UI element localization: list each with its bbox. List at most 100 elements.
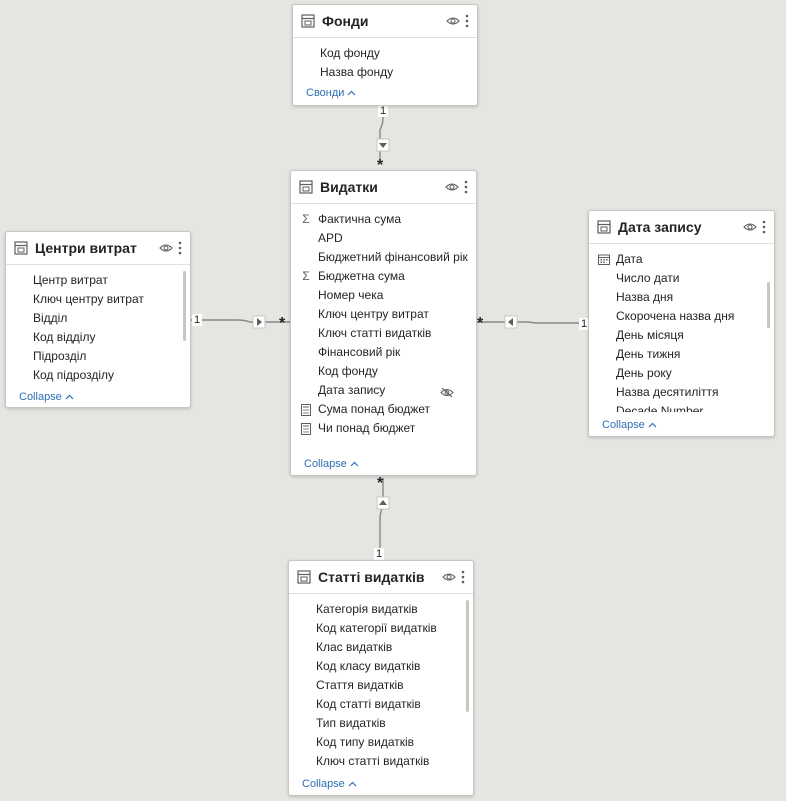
field-list: Σ Фактична сума APD Бюджетний фінансовий … (291, 204, 476, 438)
field-item[interactable]: Дата запису (291, 381, 476, 400)
field-label: Дата (616, 252, 643, 266)
field-item[interactable]: Ключ центру витрат (33, 292, 144, 306)
field-item[interactable]: Дата (589, 250, 774, 269)
more-icon[interactable] (461, 570, 465, 584)
table-header[interactable]: Дата запису (589, 211, 774, 244)
field-label: Бюджетний фінансовий рік (318, 250, 468, 264)
field-item[interactable]: Стаття видатків (316, 678, 404, 692)
field-label: Скорочена назва дня (616, 309, 735, 323)
table-card-fondy[interactable]: Фонди Код фонду Назва фонду Свонди (292, 4, 478, 106)
eye-icon[interactable] (446, 16, 460, 26)
field-item[interactable]: Назва десятиліття (589, 383, 774, 402)
field-item[interactable]: Скорочена назва дня (589, 307, 774, 326)
calculator-icon (300, 400, 312, 419)
table-icon (14, 241, 28, 255)
collapse-label: Collapse (304, 458, 347, 470)
field-item[interactable]: День тижня (589, 345, 774, 364)
field-item[interactable]: Код фонду (291, 362, 476, 381)
chevron-up-icon (350, 461, 359, 467)
field-item[interactable]: Ключ статті видатків (291, 324, 476, 343)
field-item[interactable]: Назва дня (589, 288, 774, 307)
sigma-icon: Σ (302, 212, 310, 226)
cardinality-many-fondy: * (377, 157, 384, 174)
field-item[interactable]: Клас видатків (316, 640, 393, 654)
field-label: APD (318, 231, 343, 245)
table-header[interactable]: Центри витрат (6, 232, 190, 265)
field-item[interactable]: Ключ статті видатків (316, 754, 430, 768)
collapse-button[interactable]: Collapse (19, 391, 74, 403)
scrollbar-thumb[interactable] (767, 282, 770, 328)
field-item[interactable]: Код категорії видатків (316, 621, 437, 635)
more-icon[interactable] (178, 241, 182, 255)
table-title: Фонди (322, 13, 369, 29)
field-item[interactable]: Назва фонду (320, 65, 394, 79)
more-icon[interactable] (762, 220, 766, 234)
eye-hidden-icon[interactable] (440, 385, 454, 398)
eye-icon[interactable] (743, 222, 757, 232)
rel-line-tsentry-vydatky (191, 319, 290, 323)
table-title: Видатки (320, 179, 378, 195)
collapse-button[interactable]: Collapse (304, 458, 359, 470)
cardinality-one-data: 1 (579, 318, 590, 330)
calculator-icon (300, 419, 312, 438)
field-label: Фактична сума (318, 212, 402, 226)
field-item[interactable]: Decade Number (589, 402, 774, 412)
field-item[interactable]: День місяця (589, 326, 774, 345)
field-item[interactable]: Тип видатків (316, 716, 386, 730)
collapse-button[interactable]: Collapse (302, 778, 357, 790)
rel-line-fondy-vydatky (379, 106, 384, 160)
field-item[interactable]: Категорія видатків (316, 602, 418, 616)
eye-icon[interactable] (445, 182, 459, 192)
field-item[interactable]: Код типу видатків (316, 735, 415, 749)
field-item[interactable]: Код фонду (320, 46, 380, 60)
field-label: Ключ центру витрат (318, 307, 429, 321)
table-card-data-zapysu[interactable]: Дата запису Дата Число дати Назва дня Ск… (588, 210, 775, 437)
field-label: Дата запису (318, 383, 386, 397)
field-list: Центр витрат Ключ центру витрат Відділ К… (6, 265, 190, 385)
field-item[interactable]: Підрозділ (33, 349, 87, 363)
field-item[interactable]: Ключ центру витрат (291, 305, 476, 324)
scrollbar-thumb[interactable] (183, 271, 186, 341)
field-item[interactable]: Код підрозділу (33, 368, 115, 382)
field-item[interactable]: Чи понад бюджет (291, 419, 476, 438)
cardinality-one-statti: 1 (374, 548, 385, 560)
table-card-tsentry[interactable]: Центри витрат Центр витрат Ключ центру в… (5, 231, 191, 408)
field-label: День року (616, 366, 672, 380)
field-item[interactable]: Фінансовий рік (291, 343, 476, 362)
field-item[interactable]: Σ Фактична сума (291, 210, 476, 229)
field-item[interactable]: День року (589, 364, 774, 383)
more-icon[interactable] (465, 14, 469, 28)
eye-icon[interactable] (442, 572, 456, 582)
field-item[interactable]: Код статті видатків (316, 697, 421, 711)
field-item[interactable]: Код відділу (33, 330, 96, 344)
chevron-up-icon (348, 781, 357, 787)
table-card-vydatky[interactable]: Видатки Σ Фактична сума APD Бюджетний фін… (290, 170, 477, 476)
field-label: День тижня (616, 347, 681, 361)
field-item[interactable]: Центр витрат (33, 273, 108, 287)
field-item[interactable]: APD (291, 229, 476, 248)
table-header[interactable]: Видатки (291, 171, 476, 204)
scrollbar-thumb[interactable] (466, 600, 469, 712)
more-icon[interactable] (464, 180, 468, 194)
field-item[interactable]: Номер чека (291, 286, 476, 305)
chevron-up-icon (648, 422, 657, 428)
field-label: Код фонду (318, 364, 378, 378)
table-icon (597, 220, 611, 234)
sigma-icon: Σ (302, 269, 310, 283)
field-item[interactable]: Число дати (589, 269, 774, 288)
chevron-up-icon (347, 90, 356, 96)
table-header[interactable]: Статті видатків (289, 561, 473, 594)
field-item[interactable]: Код класу видатків (316, 659, 421, 673)
field-item[interactable]: Сума понад бюджет (291, 400, 476, 419)
collapse-button[interactable]: Свонди (306, 87, 356, 99)
field-item[interactable]: Бюджетний фінансовий рік (291, 248, 476, 267)
table-card-statti[interactable]: Статті видатків Категорія видатків Код к… (288, 560, 474, 796)
field-item[interactable]: Відділ (33, 311, 68, 325)
field-label: День місяця (616, 328, 684, 342)
eye-icon[interactable] (159, 243, 173, 253)
cardinality-many-tsentry: * (279, 315, 286, 332)
field-list: Код фонду Назва фонду (293, 38, 477, 82)
collapse-button[interactable]: Collapse (602, 419, 657, 431)
table-header[interactable]: Фонди (293, 5, 477, 38)
